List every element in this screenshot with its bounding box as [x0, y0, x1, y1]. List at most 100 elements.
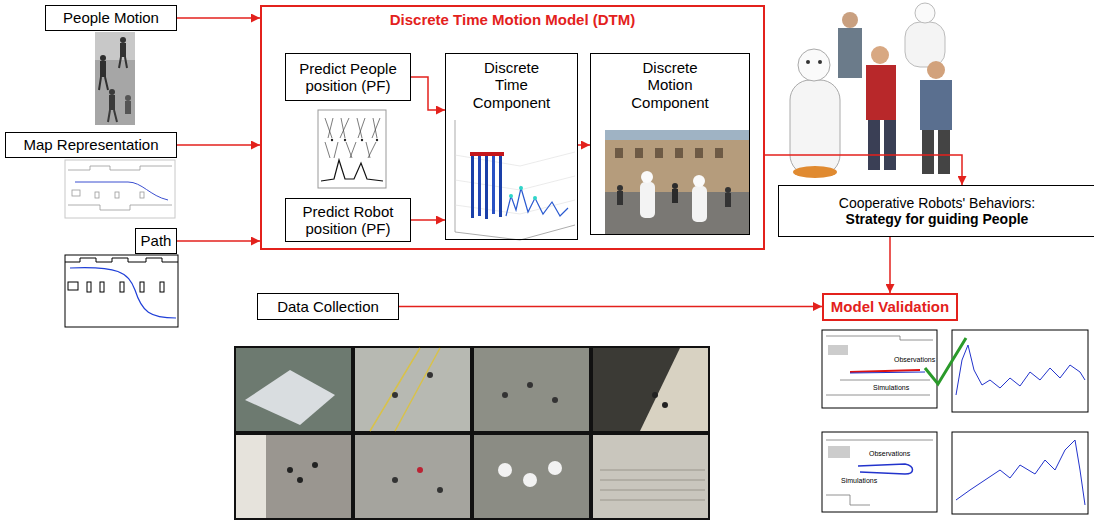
path-image-part — [100, 282, 104, 292]
robots-and-people-photo-part — [868, 120, 880, 170]
people-motion-photo-part — [100, 61, 106, 77]
input-box: Map Representation — [5, 132, 177, 158]
people-motion-photo-part — [109, 95, 115, 110]
data-collection-photos-part — [236, 435, 351, 518]
text-group: Map Representation — [10, 136, 172, 153]
time-component-plot-part — [455, 120, 575, 240]
data-collection-photos-part — [552, 397, 558, 403]
particle-filter-image — [318, 110, 386, 188]
data-collection-photos-part — [548, 461, 562, 475]
motion-component-photo-part — [605, 130, 750, 235]
time-component-plot-part — [492, 156, 495, 214]
particle-filter-image-part — [344, 139, 346, 141]
motion-component-photo — [605, 130, 750, 235]
validation-plots-part — [952, 330, 1088, 412]
box-label: Predict Robot position (PF) — [290, 203, 406, 238]
path-image-part — [120, 282, 124, 292]
text-group: Discrete Motion Component — [619, 59, 721, 111]
motion-component-photo-part — [672, 189, 678, 203]
flow-arrow — [177, 240, 260, 242]
data-collection-photos-part — [370, 348, 440, 431]
data-collection-photos-part — [662, 402, 668, 408]
robots-and-people-photo-part — [793, 166, 837, 178]
data-collection-photos-part — [474, 348, 589, 431]
time-component-plot-part — [485, 156, 488, 219]
particle-filter-image-part — [331, 139, 333, 141]
people-motion-photo-part — [100, 55, 106, 61]
text-group: Data Collection — [262, 298, 394, 315]
validation-box: Model Validation — [822, 293, 958, 321]
text-group: Model Validation — [828, 298, 952, 315]
map-image-part — [72, 190, 80, 196]
box-label: Predict People position (PF) — [290, 60, 406, 95]
path-image-part — [70, 268, 176, 318]
time-component-plot-part — [470, 152, 504, 156]
robots-and-people-photo-part — [884, 120, 896, 170]
flow-arrow — [578, 144, 590, 146]
plot-annotation: Observations — [868, 450, 911, 457]
validation-plots-part — [826, 440, 933, 505]
data-collection-photos-part — [640, 348, 708, 431]
box-label: Cooperative Robots' Behaviors: — [783, 195, 1091, 211]
text-group: Discrete Time Motion Model (DTM) — [266, 11, 759, 28]
motion-component-photo-part — [655, 148, 663, 158]
time-component-plot-part — [478, 156, 481, 216]
validation-plots-part — [850, 372, 925, 373]
data-collection-photos-part — [392, 477, 398, 483]
path-image-part — [68, 282, 78, 290]
particle-filter-image-part — [321, 160, 383, 181]
validation-plots-part — [826, 336, 933, 340]
flow-arrow — [399, 306, 822, 308]
robots-and-people-photo-part — [922, 130, 934, 174]
people-motion-photo-part — [108, 110, 117, 122]
people-motion-photo-part — [120, 37, 126, 43]
component-box: Discrete Time Component — [445, 53, 578, 240]
people-motion-photo-part — [99, 77, 108, 90]
time-component-plot-part — [471, 156, 474, 218]
people-motion-photo-part — [119, 57, 127, 68]
motion-component-photo-part — [693, 175, 705, 187]
robots-and-people-photo — [790, 3, 952, 178]
text-group: Cooperative Robots' Behaviors:Strategy f… — [783, 195, 1091, 227]
validation-plots — [822, 330, 1088, 514]
motion-component-photo-part — [695, 148, 703, 158]
time-component-plot — [455, 120, 575, 240]
plot-annotation: Observations — [893, 356, 936, 363]
behavior-box: Cooperative Robots' Behaviors:Strategy f… — [778, 185, 1094, 237]
people-motion-photo-part — [125, 101, 131, 114]
box-label: Strategy for guiding People — [783, 211, 1091, 227]
map-image-part — [65, 160, 175, 218]
model-frame: Discrete Time Motion Model (DTM) Predict … — [260, 5, 765, 250]
motion-component-photo-part — [605, 140, 750, 192]
people-motion-photo-part — [95, 32, 135, 60]
data-collection-photos-part — [600, 470, 705, 500]
time-component-plot-part — [499, 156, 502, 217]
flow-arrow — [177, 17, 260, 19]
map-image-part — [68, 166, 172, 170]
robots-and-people-photo-part — [790, 80, 840, 175]
people-motion-photo-part — [120, 43, 126, 57]
validation-plots-part — [828, 345, 848, 355]
map-image-part — [95, 192, 99, 198]
robots-and-people-photo-part — [927, 61, 945, 79]
robots-and-people-photo-part — [915, 3, 935, 23]
people-motion-photo — [95, 32, 135, 125]
data-collection-photos-part — [236, 348, 351, 431]
data-collection-photos-part — [593, 348, 708, 431]
data-collection-photos-part — [527, 382, 533, 388]
people-motion-photo-part — [95, 32, 135, 125]
flow-arrow — [411, 77, 445, 110]
particle-filter-image-part — [325, 142, 376, 158]
plot-annotation: Simulations — [840, 477, 878, 484]
motion-component-photo-part — [692, 186, 707, 222]
robots-and-people-photo-part — [806, 60, 810, 64]
motion-component-photo-part — [635, 148, 643, 158]
motion-component-photo-part — [615, 148, 623, 158]
box-label: Discrete Time Component — [470, 59, 553, 111]
data-collection-photos-part — [297, 477, 303, 483]
data-collection-photos-part — [312, 462, 318, 468]
robots-and-people-photo-part — [866, 65, 896, 120]
frame-title: Discrete Time Motion Model (DTM) — [266, 11, 759, 28]
data-collection-photos-part — [523, 473, 537, 487]
